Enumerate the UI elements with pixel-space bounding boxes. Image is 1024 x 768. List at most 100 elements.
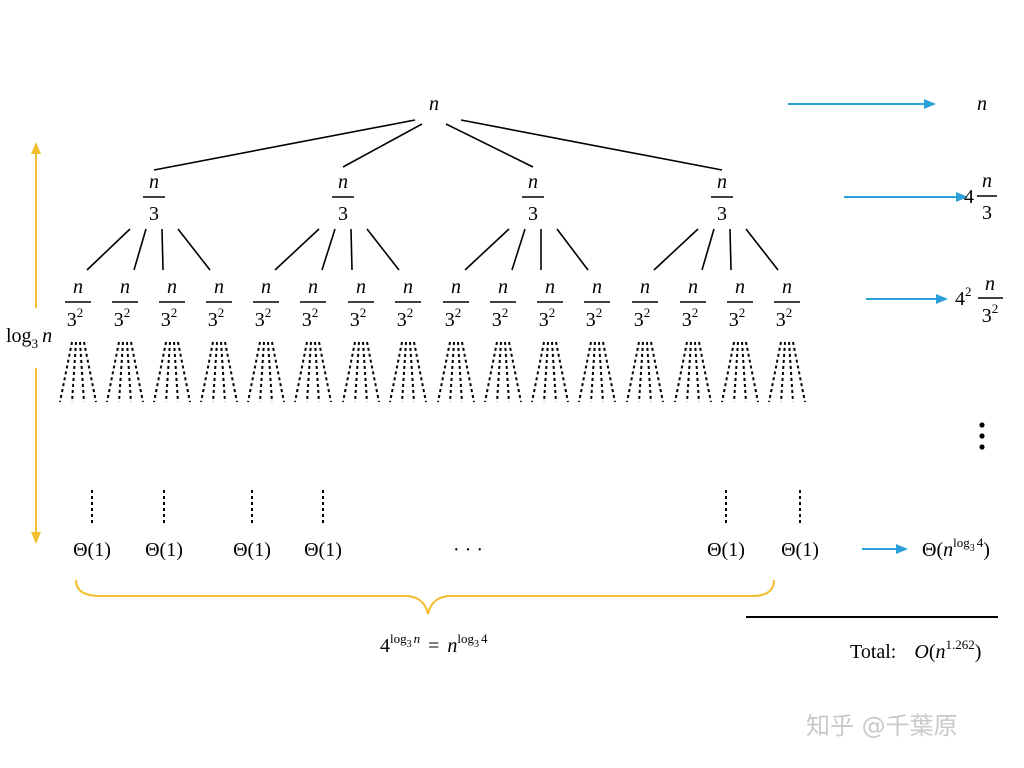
- svg-text:n: n: [982, 170, 992, 192]
- tree-edges-level1: [153, 119, 723, 171]
- leaf-node-5: Θ(1): [707, 539, 745, 561]
- level2-numerator: n: [73, 276, 83, 298]
- level2-denominator: 32: [539, 305, 556, 331]
- tree-edges-level2: [86, 228, 779, 271]
- total-cost: Total:O(n1.262): [850, 637, 981, 663]
- dotted-fan-1: [59, 341, 97, 403]
- level2-numerator: n: [592, 276, 602, 298]
- level2-numerator: n: [214, 276, 224, 298]
- level2-numerator: n: [308, 276, 318, 298]
- leaf-ellipsis: · · ·: [453, 539, 483, 561]
- dotted-fan-14: [674, 341, 712, 403]
- leaf-nodes: Θ(1) Θ(1) Θ(1) Θ(1) Θ(1) Θ(1): [73, 539, 819, 561]
- level2-numerator: n: [782, 276, 792, 298]
- level2-node-16: n 32: [774, 276, 800, 331]
- edge-l1-1-to-l2-4: [177, 228, 211, 271]
- level2-node-4: n 32: [206, 276, 232, 331]
- watermark: 知乎 @千葉原: [806, 712, 958, 740]
- level2-node-15: n 32: [727, 276, 753, 331]
- edge-l1-1-to-l2-1: [86, 228, 131, 271]
- level2-denominator: 32: [586, 305, 603, 331]
- root-node: n: [429, 93, 439, 115]
- level1-denominator: 3: [338, 203, 348, 225]
- level2-numerator: n: [261, 276, 271, 298]
- level2-denominator: 32: [255, 305, 272, 331]
- level2-numerator: n: [735, 276, 745, 298]
- level1-denominator: 3: [149, 203, 159, 225]
- dotted-fan-5: [247, 341, 285, 403]
- level2-numerator: n: [688, 276, 698, 298]
- edge-l1-4-to-l2-15: [729, 228, 732, 271]
- dotted-fan-11: [531, 341, 569, 403]
- level2-denominator: 32: [208, 305, 225, 331]
- level2-denominator: 32: [634, 305, 651, 331]
- level2-denominator: 32: [682, 305, 699, 331]
- leaf-dotted-lines: [91, 490, 801, 526]
- level1-node-2: n3: [332, 171, 354, 225]
- level2-numerator: n: [120, 276, 130, 298]
- leaf-node-3: Θ(1): [233, 539, 271, 561]
- level2-node-11: n32: [537, 276, 563, 331]
- level1-numerator: n: [338, 171, 348, 193]
- dotted-fan-6: [294, 341, 332, 403]
- leaf-node-2: Θ(1): [145, 539, 183, 561]
- leaf-node-4: Θ(1): [304, 539, 342, 561]
- svg-text:32: 32: [982, 301, 999, 327]
- edge-root-to-l1-3: [445, 123, 534, 168]
- level1-node-1: n3: [143, 171, 165, 225]
- level2-numerator: n: [403, 276, 413, 298]
- level2-node-5: n 32: [253, 276, 279, 331]
- level2-denominator: 32: [729, 305, 746, 331]
- level2-denominator: 32: [350, 305, 367, 331]
- edge-l1-2-to-l2-8: [366, 228, 400, 271]
- level1-denominator: 3: [528, 203, 538, 225]
- level0-cost: n: [977, 93, 987, 115]
- height-arrow: [31, 142, 41, 544]
- level2-numerator: n: [356, 276, 366, 298]
- edge-l1-1-to-l2-2: [133, 228, 147, 271]
- level2-nodes: n32n32n32n32n32n32n32n32n32n32n32n32n32n…: [65, 276, 800, 331]
- dotted-fan-2: [106, 341, 144, 403]
- leaf-node-1: Θ(1): [73, 539, 111, 561]
- level2-denominator: 32: [114, 305, 131, 331]
- edge-l1-4-to-l2-16: [745, 228, 779, 271]
- dotted-fan-8: [389, 341, 427, 403]
- edge-root-to-l1-4: [460, 119, 723, 171]
- leaf-node-6: Θ(1): [781, 539, 819, 561]
- level2-denominator: 32: [161, 305, 178, 331]
- edge-l1-3-to-l2-10: [511, 228, 526, 271]
- level2-numerator: n: [167, 276, 177, 298]
- cost-arrows: [788, 99, 968, 554]
- level2-node-7: n 32: [348, 276, 374, 331]
- level1-numerator: n: [717, 171, 727, 193]
- edge-l1-2-to-l2-6: [321, 228, 336, 271]
- vertical-ellipsis: [979, 422, 985, 450]
- dotted-fan-4: [200, 341, 238, 403]
- edge-root-to-l1-2: [342, 123, 423, 168]
- level2-node-6: n32: [300, 276, 326, 331]
- edge-l1-2-to-l2-5: [274, 228, 320, 271]
- level2-node-13: n 32: [632, 276, 658, 331]
- level2-numerator: n: [640, 276, 650, 298]
- height-arrow-head-bottom: [31, 532, 41, 544]
- level2-denominator: 32: [67, 305, 84, 331]
- dotted-fans: [59, 341, 806, 403]
- edge-l1-1-to-l2-3: [161, 228, 164, 271]
- dotted-fan-3: [153, 341, 191, 403]
- level2-node-10: n32: [490, 276, 516, 331]
- level2-node-14: n 32: [680, 276, 706, 331]
- edge-l1-4-to-l2-14: [701, 228, 715, 271]
- level2-denominator: 32: [776, 305, 793, 331]
- level2-node-1: n 32: [65, 276, 91, 331]
- dotted-fan-12: [578, 341, 616, 403]
- svg-text:3: 3: [982, 202, 992, 224]
- level2-denominator: 32: [397, 305, 414, 331]
- level2-denominator: 32: [445, 305, 462, 331]
- height-arrow-head-top: [31, 142, 41, 154]
- edge-l1-3-to-l2-12: [556, 228, 589, 271]
- edge-l1-2-to-l2-7: [350, 228, 353, 271]
- level1-node-4: n3: [711, 171, 733, 225]
